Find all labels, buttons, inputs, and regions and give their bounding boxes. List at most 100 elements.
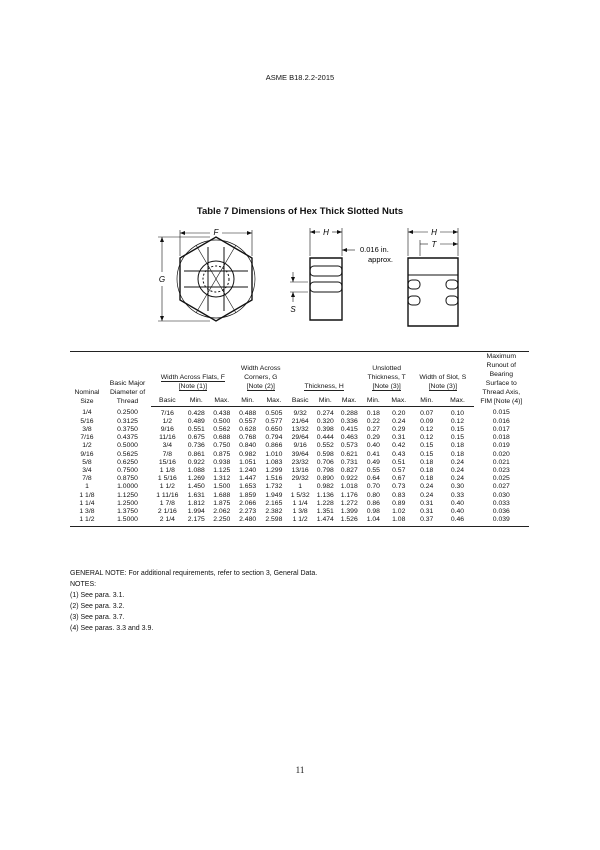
sub-min: Min. <box>313 390 338 407</box>
cell-unsl-max: 0.31 <box>392 434 406 442</box>
cell-runout: 0.030 <box>492 491 510 499</box>
cell-thick-basic: 13/32 <box>291 425 309 433</box>
cell-size: 1/4 <box>82 409 92 417</box>
sub-min: Min. <box>183 390 210 407</box>
cell-thick-min: 1.136 <box>316 491 334 499</box>
cell-thick-max: 0.336 <box>340 417 358 425</box>
cell-unsl-min: 0.18 <box>366 409 380 417</box>
cell-flat-min: 1.994 <box>187 507 205 515</box>
cell-thick-min: 0.320 <box>316 417 334 425</box>
cell-slot-min: 0.18 <box>420 475 434 483</box>
cell-dia: 1.5000 <box>103 516 152 528</box>
cell-thick-min: 0.706 <box>316 458 334 466</box>
end-view <box>407 228 459 327</box>
cell-flat-max: 1.312 <box>213 475 231 483</box>
cell-corner-max: 1.299 <box>265 466 283 474</box>
label-t: T <box>432 240 438 249</box>
cell-flat-max: 0.500 <box>213 417 231 425</box>
cell-flat-max: 0.562 <box>213 425 231 433</box>
cell-flat-min: 1.631 <box>187 491 205 499</box>
cell-flat-min: 0.736 <box>187 442 205 450</box>
cell-slot-min: 0.15 <box>420 442 434 450</box>
sub-basic: Basic <box>287 390 314 407</box>
cell-thick-min: 0.798 <box>316 466 334 474</box>
cell-slot-min: 0.31 <box>420 507 434 515</box>
cell-dia: 1.0000 <box>117 483 138 491</box>
arrow-icon <box>247 231 252 235</box>
cell-corner-min: 1.447 <box>239 475 257 483</box>
cell-flat-basic: 1/2 <box>162 417 173 425</box>
cell-slot-max: 0.24 <box>450 458 465 466</box>
cell-flat-max: 0.750 <box>213 442 231 450</box>
cell-corner-min: 1.653 <box>239 483 257 491</box>
cell-thick-max: 0.415 <box>340 425 358 433</box>
cell-flat-basic: 3/4 <box>162 442 173 450</box>
cell-corner-min: 1.051 <box>239 458 257 466</box>
cell-size: 5/16 <box>80 417 94 425</box>
cell-flat-max: 1.125 <box>213 466 231 474</box>
cell-unsl-max: 0.20 <box>392 409 406 417</box>
cell-flat-max: 0.688 <box>213 434 231 442</box>
cell-corner-max: 1.516 <box>265 475 283 483</box>
cell-unsl-max: 0.67 <box>392 475 406 483</box>
cell-runout: 0.033 <box>492 499 510 507</box>
cell-dia: 0.6250 <box>117 458 138 466</box>
cell-flat-max: 1.875 <box>213 499 231 507</box>
cell-unsl-max: 1.08 <box>385 516 413 528</box>
cell-thick-basic: 1 1/4 <box>292 499 308 507</box>
note-line-1: 0.016 in. <box>360 245 389 254</box>
sub-min: Min. <box>361 390 386 407</box>
cell-slot-min: 0.24 <box>420 491 434 499</box>
cell-thick-min: 0.890 <box>316 475 334 483</box>
cell-thick-max: 0.288 <box>340 409 358 417</box>
cell-flat-basic: 15/16 <box>158 458 176 466</box>
cell-flat-basic: 1 7/8 <box>159 499 175 507</box>
cell-slot-max: 0.30 <box>450 483 465 491</box>
cell-slot-max: 0.12 <box>450 417 465 425</box>
sub-max: Max. <box>260 390 287 407</box>
cell-thick-basic: 21/64 <box>291 417 309 425</box>
arrow-icon <box>408 230 413 234</box>
cell-slot-max: 0.40 <box>450 499 465 507</box>
cell-size: 1 1/8 <box>79 491 95 499</box>
cell-runout: 0.020 <box>492 450 510 458</box>
page-number: 11 <box>295 765 305 775</box>
cell-thick-min: 1.474 <box>313 516 338 528</box>
cell-corner-max: 1.732 <box>265 483 283 491</box>
cell-flat-max: 1.688 <box>213 491 231 499</box>
col-width-slot: Width of Slot, S[Note (3)] <box>412 350 474 391</box>
cell-slot-min: 0.12 <box>420 434 434 442</box>
cell-thick-basic: 23/32 <box>291 458 309 466</box>
arrow-icon <box>310 230 315 234</box>
cell-unsl-min: 0.41 <box>366 450 380 458</box>
cell-flat-basic: 2 1/16 <box>157 507 177 515</box>
cell-flat-basic: 11/16 <box>159 434 176 442</box>
cell-thick-min: 1.351 <box>316 507 334 515</box>
arrow-icon <box>453 242 458 246</box>
cell-unsl-max: 0.42 <box>392 442 406 450</box>
cell-corner-min: 0.557 <box>239 417 257 425</box>
cell-dia: 1.3750 <box>117 507 138 515</box>
cell-corner-min: 1.859 <box>239 491 257 499</box>
general-note: GENERAL NOTE: For additional requirement… <box>70 570 318 577</box>
col-thickness: Thickness, H <box>287 350 362 391</box>
cell-dia: 0.3750 <box>117 425 138 433</box>
cell-runout: 0.019 <box>492 442 510 450</box>
cell-thick-basic: 29/32 <box>291 475 309 483</box>
running-header: ASME B18.2.2-2015 <box>265 73 335 82</box>
cell-runout: 0.039 <box>473 516 529 528</box>
cell-flat-min: 0.922 <box>187 458 205 466</box>
cell-thick-max: 0.731 <box>340 458 358 466</box>
cell-thick-basic: 9/32 <box>293 409 307 417</box>
cell-flat-basic: 1 1/8 <box>159 466 175 474</box>
cell-size: 1 3/8 <box>79 507 95 515</box>
